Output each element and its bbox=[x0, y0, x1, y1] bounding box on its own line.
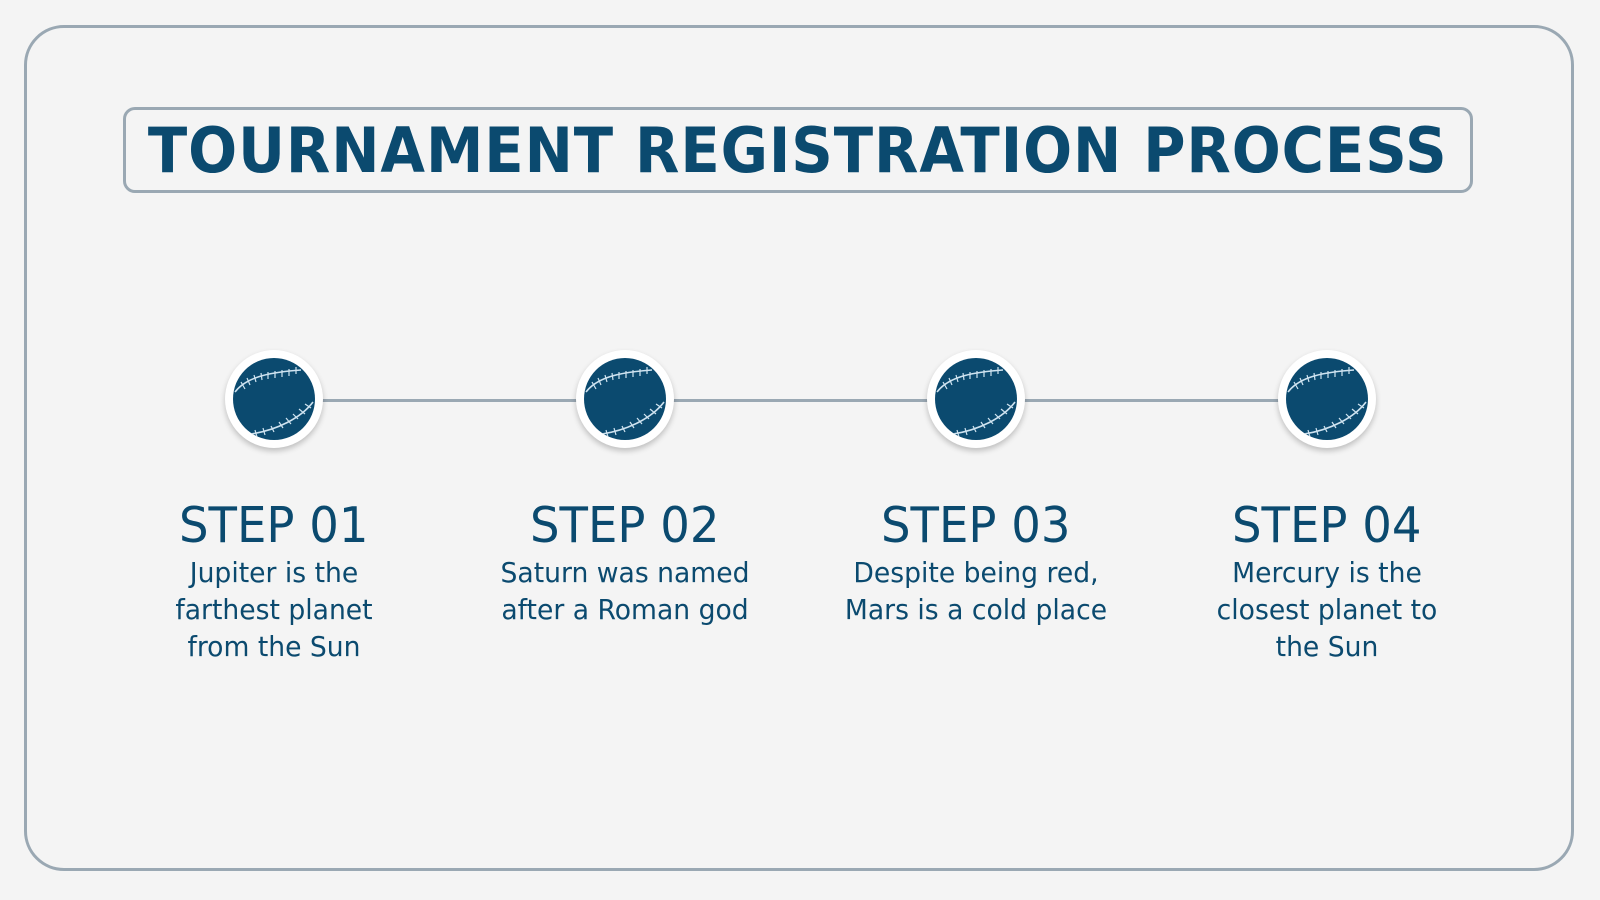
step-description: Saturn was named after a Roman god bbox=[500, 556, 750, 626]
step-label: STEP 02 bbox=[530, 497, 720, 554]
step-description: Mercury is the closest planet to the Sun bbox=[1216, 556, 1438, 663]
step-icon-ring bbox=[927, 350, 1025, 448]
step-icon-ring bbox=[576, 350, 674, 448]
slide-frame bbox=[24, 25, 1574, 871]
timeline-connector bbox=[274, 399, 1327, 402]
title-box: TOURNAMENT REGISTRATION PROCESS bbox=[123, 107, 1473, 193]
baseball-icon bbox=[233, 358, 315, 440]
baseball-icon bbox=[1286, 358, 1368, 440]
step-4: STEP 04 Mercury is the closest planet to… bbox=[1177, 350, 1477, 665]
step-description: Despite being red, Mars is a cold place bbox=[844, 556, 1108, 626]
step-icon-ring bbox=[1278, 350, 1376, 448]
baseball-icon bbox=[935, 358, 1017, 440]
baseball-icon bbox=[584, 358, 666, 440]
step-3: STEP 03 Despite being red, Mars is a col… bbox=[826, 350, 1126, 628]
step-description: Jupiter is the farthest planet from the … bbox=[175, 556, 373, 663]
step-label: STEP 03 bbox=[881, 497, 1071, 554]
step-label: STEP 04 bbox=[1232, 497, 1422, 554]
step-1: STEP 01 Jupiter is the farthest planet f… bbox=[124, 350, 424, 665]
step-label: STEP 01 bbox=[179, 497, 369, 554]
step-2: STEP 02 Saturn was named after a Roman g… bbox=[475, 350, 775, 628]
step-icon-ring bbox=[225, 350, 323, 448]
page-title: TOURNAMENT REGISTRATION PROCESS bbox=[148, 113, 1448, 187]
